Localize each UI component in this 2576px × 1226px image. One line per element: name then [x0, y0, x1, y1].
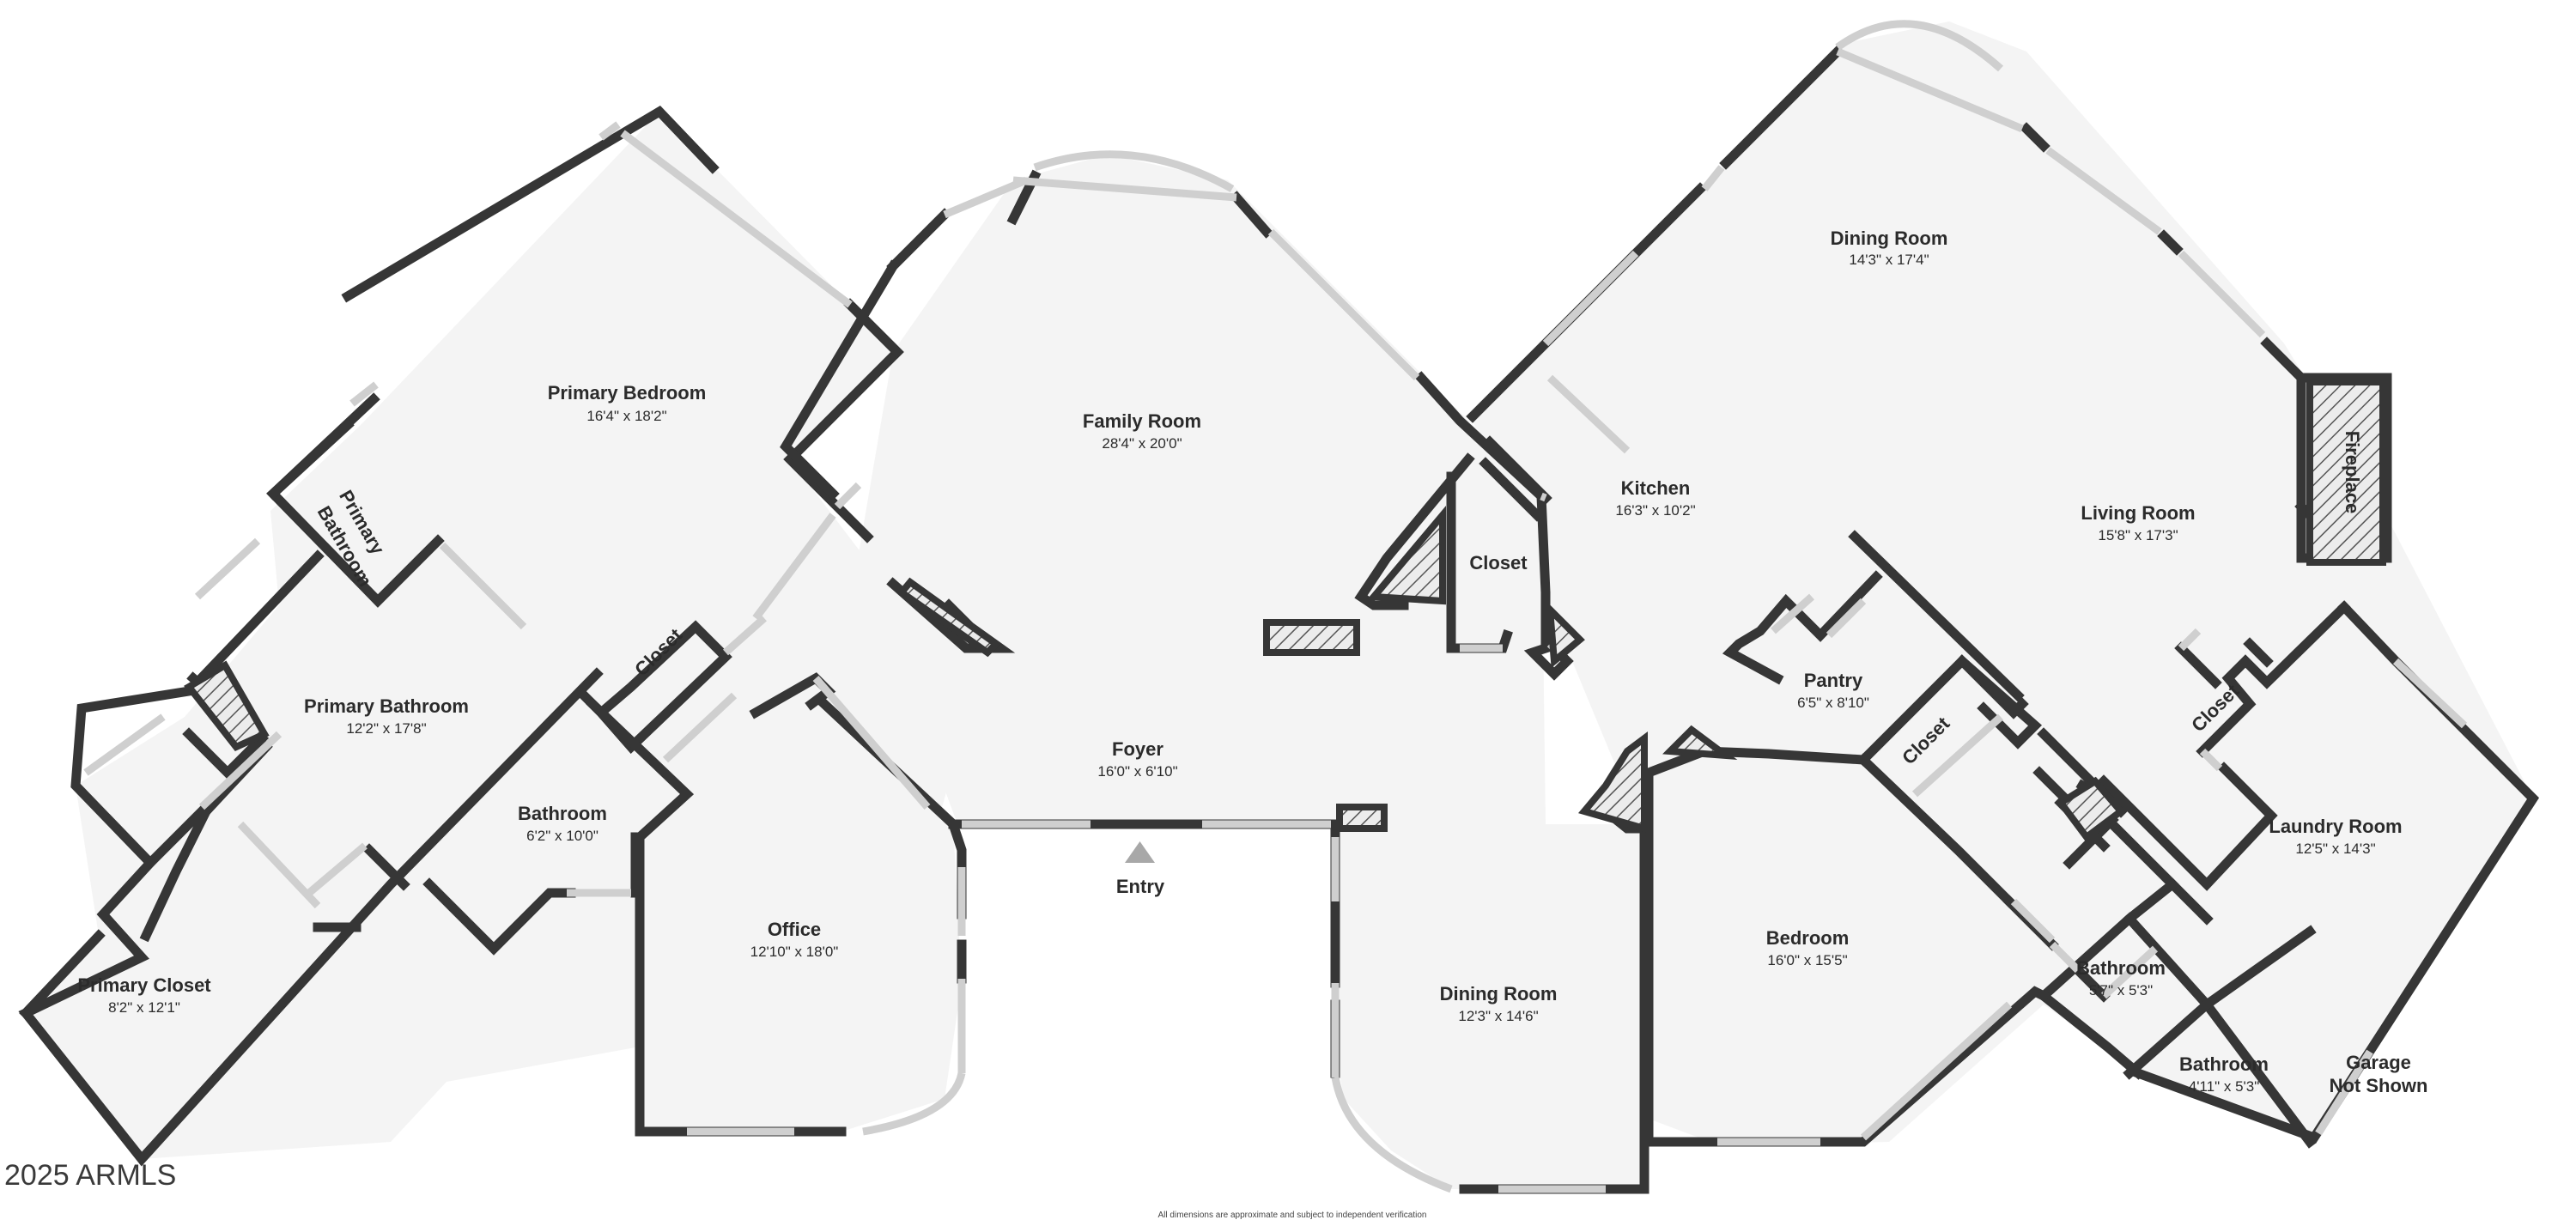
dim-bathroom-right-1: 5'7" x 5'3" [2089, 982, 2153, 998]
label-primary-bathroom: Primary Bathroom [304, 695, 469, 717]
dim-pantry: 6'5" x 8'10" [1797, 695, 1869, 711]
dim-dining-room-bottom: 12'3" x 14'6" [1458, 1008, 1538, 1024]
dim-family-room: 28'4" x 20'0" [1102, 435, 1182, 452]
label-primary-closet: Primary Closet [77, 974, 211, 996]
hatch-entry-right [1336, 804, 1388, 832]
disclaimer: All dimensions are approximate and subje… [1158, 1211, 1427, 1220]
hatch-closet-right [1546, 600, 1585, 668]
hatch-dining [1577, 731, 1648, 834]
label-living-room: Living Room [2081, 502, 2195, 524]
label-primary-bedroom: Primary Bedroom [548, 382, 707, 404]
label-fireplace: Fireplace [2342, 431, 2363, 514]
wall-primary-bedroom [341, 106, 720, 303]
hatch-closet-right-corner [2056, 776, 2126, 842]
dim-laundry-room: 12'5" x 14'3" [2295, 841, 2375, 857]
label-bathroom-right-2: Bathroom [2179, 1053, 2269, 1075]
label-bathroom-left: Bathroom [518, 803, 607, 824]
floor-primary-wing [26, 112, 987, 1159]
floor-dining-bottom [1335, 824, 1644, 1189]
dim-bedroom: 16'0" x 15'5" [1767, 952, 1847, 968]
dim-primary-bedroom: 16'4" x 18'2" [586, 408, 666, 424]
label-garage-line2: Not Shown [2330, 1075, 2428, 1096]
dim-living-room: 15'8" x 17'3" [2098, 527, 2178, 543]
fireplace-box [2306, 379, 2386, 566]
floor-east [1473, 21, 2533, 1146]
dim-bathroom-right-2: 4'11" x 5'3" [2189, 1078, 2260, 1095]
dim-primary-closet: 8'2" x 12'1" [108, 999, 180, 1016]
label-foyer: Foyer [1112, 738, 1163, 760]
label-kitchen: Kitchen [1621, 477, 1691, 499]
dim-office: 12'10" x 18'0" [750, 944, 839, 960]
walls [18, 45, 2540, 1194]
built-ins [184, 379, 2386, 842]
entry-arrow-icon [1125, 841, 1155, 863]
hatch-family-counter [896, 577, 1002, 658]
label-laundry-room: Laundry Room [2269, 816, 2402, 837]
label-dining-room-bottom: Dining Room [1440, 983, 1558, 1004]
windows [83, 20, 2468, 1193]
dim-kitchen: 16'3" x 10'2" [1615, 502, 1695, 519]
label-garage-line1: Garage [2346, 1052, 2411, 1073]
label-dining-room-top: Dining Room [1831, 228, 1948, 249]
dim-primary-bathroom: 12'2" x 17'8" [346, 720, 426, 737]
dim-bathroom-left: 6'2" x 10'0" [526, 828, 598, 844]
hatch-bedroom-corner [1662, 725, 1738, 761]
label-pantry: Pantry [1804, 670, 1863, 691]
copyright: 2025 ARMLS [4, 1159, 176, 1192]
label-bedroom: Bedroom [1766, 927, 1850, 949]
floor-family [859, 155, 1546, 824]
hatch-closet-left [1366, 506, 1446, 605]
label-closet-center: Closet [1469, 552, 1528, 574]
label-bathroom-right-1: Bathroom [2076, 957, 2166, 979]
hatch-primary-bath [184, 660, 270, 751]
dim-foyer: 16'0" x 6'10" [1097, 763, 1177, 780]
label-entry: Entry [1116, 876, 1165, 897]
floors [26, 21, 2533, 1189]
hatch-family-shelf [1263, 619, 1360, 656]
floor-office [640, 678, 962, 1132]
label-office: Office [768, 919, 821, 940]
label-family-room: Family Room [1083, 410, 1201, 432]
dim-dining-room-top: 14'3" x 17'4" [1849, 252, 1929, 268]
